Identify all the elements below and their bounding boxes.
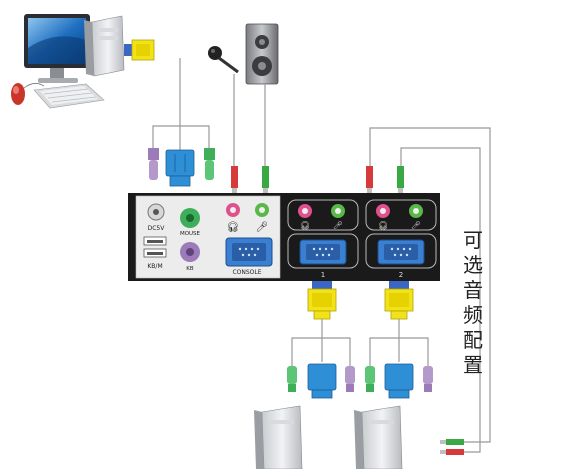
keyboard-ps2-port xyxy=(180,242,200,262)
kbm-label: KB/M xyxy=(147,263,162,270)
mouse-ps2-port xyxy=(180,208,200,228)
svg-text:🎤︎: 🎤︎ xyxy=(333,221,343,230)
audio-plug-port2-red xyxy=(366,166,373,194)
console-speaker-jack xyxy=(226,203,240,217)
ps2-purple-plug-top xyxy=(148,148,159,180)
vga-adapter-top-icon xyxy=(124,39,155,61)
speaker-icon xyxy=(245,23,279,85)
port1-label: 1 xyxy=(321,271,325,279)
dc-power-port xyxy=(147,203,165,221)
pc-port-2: 🎧︎ 🎤︎ xyxy=(365,199,437,269)
mouse-label: MOUSE xyxy=(180,231,201,237)
optional-audio-cable-lines xyxy=(369,127,491,453)
side-char: 频 xyxy=(463,303,483,327)
pc2-tower-icon xyxy=(354,405,403,469)
dc-label: DC5V xyxy=(148,225,166,232)
optional-audio-config-note: 可 选 音 频 配 置 xyxy=(458,228,488,378)
pc-port-1: 🎧︎ 🎤︎ xyxy=(287,199,359,269)
port2-label: 2 xyxy=(399,271,403,279)
pc-cable-lines xyxy=(291,319,429,366)
console-vga-port xyxy=(225,237,273,267)
keyboard-icon xyxy=(33,83,105,109)
usb-ports xyxy=(143,236,167,258)
microphone-icon xyxy=(208,46,239,74)
mouse-icon xyxy=(11,83,45,105)
side-char: 音 xyxy=(463,278,483,302)
pc1-tower-icon xyxy=(254,405,303,469)
side-char: 选 xyxy=(463,253,483,277)
audio-plug-speaker-top xyxy=(262,166,269,194)
console-label: CONSOLE xyxy=(232,269,261,276)
pc1-plugs xyxy=(287,363,355,399)
headphone-icon: 🎧︎ xyxy=(227,221,240,233)
svg-text:🎧︎: 🎧︎ xyxy=(300,221,310,230)
side-char: 置 xyxy=(463,353,483,377)
vga-adapter-port1 xyxy=(307,281,337,320)
optional-audio-plug-ends xyxy=(440,439,464,455)
console-mic-jack xyxy=(255,203,269,217)
vga-plug-top xyxy=(165,149,195,187)
kb-label: KB xyxy=(186,266,194,272)
audio-plug-port2-green xyxy=(397,166,404,194)
audio-plug-mic-top xyxy=(231,166,238,194)
desktop-tower-icon xyxy=(84,15,125,77)
svg-text:🎤︎: 🎤︎ xyxy=(411,221,421,230)
svg-text:🎧︎: 🎧︎ xyxy=(378,221,388,230)
console-cable-lines xyxy=(152,58,266,166)
side-char: 配 xyxy=(463,328,483,352)
side-char: 可 xyxy=(463,228,483,252)
vga-adapter-port2 xyxy=(384,281,414,320)
mic-small-icon: 🎤︎ xyxy=(256,221,269,233)
ps2-green-plug-top xyxy=(204,148,215,180)
pc2-plugs xyxy=(365,363,433,399)
monitor-icon xyxy=(24,14,90,83)
